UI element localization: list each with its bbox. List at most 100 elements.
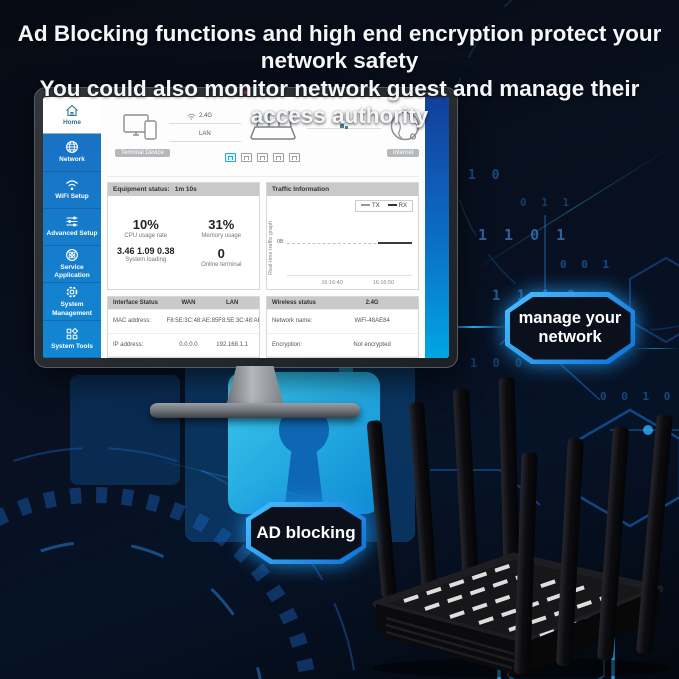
router-product: [366, 376, 673, 677]
sidebar-item-service-application[interactable]: Service Application: [43, 246, 101, 284]
table-row: IP address: 0.0.0.0 192.168.1.1: [108, 334, 259, 357]
traffic-zero-line: [287, 243, 412, 244]
wan-mac-value: F8:5E:3C:48:AE:85: [166, 318, 219, 325]
service-application-icon: [66, 249, 78, 262]
router-front-vents: [385, 616, 515, 670]
router-antennas-front: [514, 414, 673, 675]
interface-status-panel: Interface Status WAN LAN MAC address: F8…: [107, 296, 260, 358]
traffic-information-title: Traffic Information: [272, 186, 330, 193]
binary-digits: 0 0 1: [560, 258, 614, 271]
sidebar-item-label: WiFi Setup: [55, 192, 89, 200]
monitor: Home Network WiFi Setup Advanced Setup S…: [34, 87, 458, 368]
headline: Ad Blocking functions and high end encry…: [0, 20, 679, 130]
lan-port-icon: [273, 153, 284, 162]
equipment-status-title: Equipment status:: [113, 186, 170, 193]
router-dashboard-screen: Home Network WiFi Setup Advanced Setup S…: [43, 97, 449, 358]
interface-status-table: Interface Status WAN LAN MAC address: F8…: [108, 297, 259, 357]
sidebar: Home Network WiFi Setup Advanced Setup S…: [43, 97, 101, 358]
callout-connector-line: [632, 348, 679, 349]
legend-tx: TX: [360, 203, 380, 209]
cpu-usage-label: CPU usage rate: [124, 233, 168, 239]
tx-line-swatch: [360, 204, 370, 207]
terminal-device-icon: [123, 114, 157, 140]
headline-line2: You could also monitor network guest and…: [39, 75, 640, 129]
router-icon: [250, 110, 296, 140]
binary-digits: 1 0: [468, 168, 504, 183]
stat-memory: 31% Memory usage: [184, 217, 260, 239]
mac-address-label: MAC address:: [113, 318, 152, 325]
webcam-indicator: [244, 91, 249, 94]
traffic-x-axis: [287, 275, 412, 276]
manage-network-callout: manage your network: [505, 292, 635, 364]
equipment-status-header: Equipment status: 1m 10s: [108, 183, 259, 196]
callout-frame: AD blocking: [246, 502, 366, 564]
router-antennas-back: [366, 376, 520, 599]
stat-cpu: 10% CPU usage rate: [108, 217, 184, 239]
binary-digits: 1 0 0: [470, 356, 527, 370]
sidebar-item-label: Service Application: [54, 264, 90, 280]
stat-load: 3.46 1.09 0.38 System loading: [108, 246, 184, 268]
equipment-status-panel: Equipment status: 1m 10s 10% CPU usage r…: [107, 182, 260, 290]
sidebar-item-label: System Management: [52, 301, 92, 317]
home-icon: [66, 104, 78, 116]
sidebar-item-advanced-setup[interactable]: Advanced Setup: [43, 209, 101, 247]
binary-digits: 0 0 1 0: [600, 390, 675, 403]
system-loading-value: 3.46 1.09 0.38: [116, 246, 175, 256]
lan-port-icon: [289, 153, 300, 162]
sidebar-item-network[interactable]: Network: [43, 134, 101, 172]
monitor-stand-base: [150, 403, 360, 418]
sidebar-item-home[interactable]: Home: [43, 97, 101, 135]
network-name-label: Network name:: [272, 318, 313, 325]
uptime-value: 1m 10s: [174, 186, 197, 193]
sidebar-item-label: Advanced Setup: [46, 230, 98, 238]
ad-blocking-callout: AD blocking: [246, 502, 366, 564]
binary-digits: 1 1 0 1: [478, 226, 570, 244]
wan-connector-icon: [340, 124, 348, 129]
router-body-front-left: [376, 604, 524, 675]
sidebar-item-wifi-setup[interactable]: WiFi Setup: [43, 172, 101, 209]
sidebar-item-system-management[interactable]: System Management: [43, 283, 101, 321]
sidebar-item-label: System Tools: [51, 342, 93, 350]
traffic-rx-line: [378, 242, 412, 244]
rx-line-swatch: [387, 204, 397, 207]
table-row: Encryption: Not encrypted: [267, 334, 418, 357]
legend-rx: RX: [387, 203, 407, 209]
table-row: MAC address: F8:5E:3C:48:AE:85 F8:5E:3C:…: [108, 310, 259, 334]
ip-address-label: IP address:: [113, 341, 144, 348]
network-name-value: WiFi-48AE84: [354, 318, 390, 325]
status-panels: Equipment status: 1m 10s 10% CPU usage r…: [107, 177, 419, 358]
desktop-wallpaper-strip: [425, 97, 449, 358]
wan-link-line: [307, 128, 381, 129]
sidebar-item-system-tools[interactable]: System Tools: [43, 321, 101, 358]
traffic-information-panel: Traffic Information TX RX Real-time traf…: [266, 182, 419, 290]
wireless-status-panel: Wireless status 2.4G Network name: WiFi-…: [266, 296, 419, 358]
traffic-y-axis-label: Real-time traffic graph: [268, 220, 274, 275]
traffic-information-header: Traffic Information: [267, 183, 418, 196]
wireless-header-col: Wireless status: [272, 300, 316, 306]
interface-header-lan: LAN: [225, 300, 239, 306]
wifi-icon: [66, 180, 78, 190]
online-terminal-value: 0: [217, 246, 225, 261]
table-row: Network name: WiFi-48AE84: [267, 310, 418, 334]
dashboard-main: Terminal Device 2.4G LAN: [101, 97, 425, 358]
sidebar-item-label: Network: [59, 156, 85, 164]
wired-link-label: LAN: [199, 131, 211, 137]
wireless-link-line: [169, 123, 241, 124]
lan-port-icon: [257, 153, 268, 162]
internet-globe-icon: [390, 111, 420, 141]
wired-link-line: [169, 141, 241, 142]
gear-icon: [66, 287, 78, 298]
lan-ip-value: 192.168.1.1: [216, 341, 248, 348]
lan-port-active-icon: [225, 153, 236, 162]
network-topology: Terminal Device 2.4G LAN: [107, 101, 420, 177]
lan-ports: [225, 153, 300, 162]
terminal-device-badge: Terminal Device: [115, 149, 170, 157]
interface-header-wan: WAN: [181, 300, 196, 306]
wireless-status-table: Wireless status 2.4G Network name: WiFi-…: [267, 297, 418, 357]
system-loading-label: System loading: [125, 257, 167, 263]
equipment-stats: 10% CPU usage rate 31% Memory usage 3.46…: [108, 196, 259, 289]
manage-network-label: manage your network: [509, 296, 631, 360]
encryption-value: Not encrypted: [353, 341, 391, 348]
traffic-x-tick: 16:16:50: [372, 280, 395, 286]
